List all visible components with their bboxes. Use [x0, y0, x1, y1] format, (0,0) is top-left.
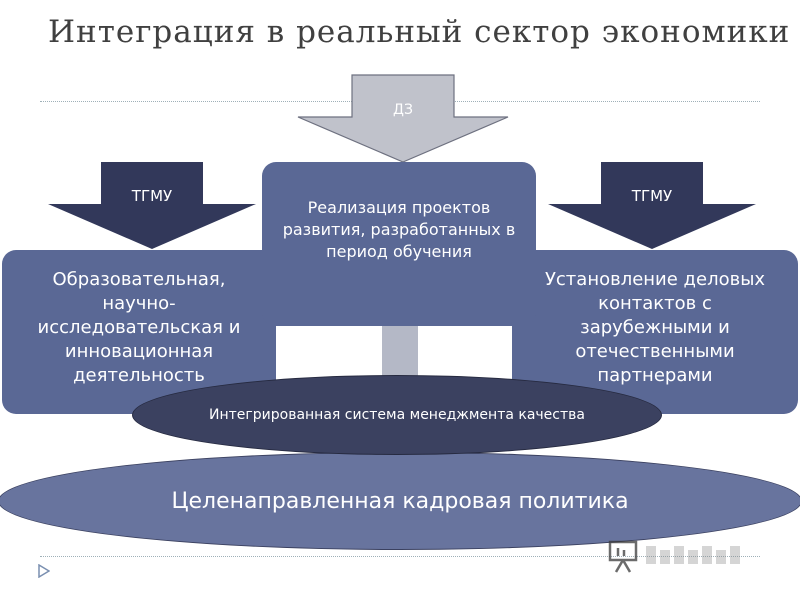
- box-projects: Реализация проектов развития, разработан…: [262, 162, 536, 326]
- ellipse-hr-policy: Целенаправленная кадровая политика: [0, 452, 800, 550]
- ellipse-quality-system-text: Интегрированная система менеджмента каче…: [209, 407, 585, 423]
- arrow-dz-label: ДЗ: [393, 102, 413, 118]
- arrow-left-tgmu: [48, 162, 256, 249]
- center-connector: [382, 322, 418, 382]
- arrow-right-tgmu: [548, 162, 756, 249]
- box-education-research-text: Образовательная, научно-исследовательска…: [37, 269, 241, 386]
- box-education-research: Образовательная, научно-исследовательска…: [2, 250, 276, 414]
- box-projects-text: Реализация проектов развития, разработан…: [282, 198, 516, 261]
- triangle-right-icon: [38, 564, 50, 578]
- ellipse-quality-system: Интегрированная система менеджмента каче…: [132, 375, 662, 455]
- bottom-divider: [40, 556, 760, 557]
- arrow-left-label: ТГМУ: [131, 187, 173, 205]
- arrow-dz: [297, 74, 509, 163]
- slide-title: Интеграция в реальный сектор экономики: [48, 14, 791, 50]
- ellipse-hr-policy-text: Целенаправленная кадровая политика: [171, 488, 629, 514]
- box-business-contacts-text: Установление деловых контактов с зарубеж…: [544, 269, 766, 386]
- arrow-right-label: ТГМУ: [631, 187, 673, 205]
- presentation-logo-icon: [608, 540, 740, 573]
